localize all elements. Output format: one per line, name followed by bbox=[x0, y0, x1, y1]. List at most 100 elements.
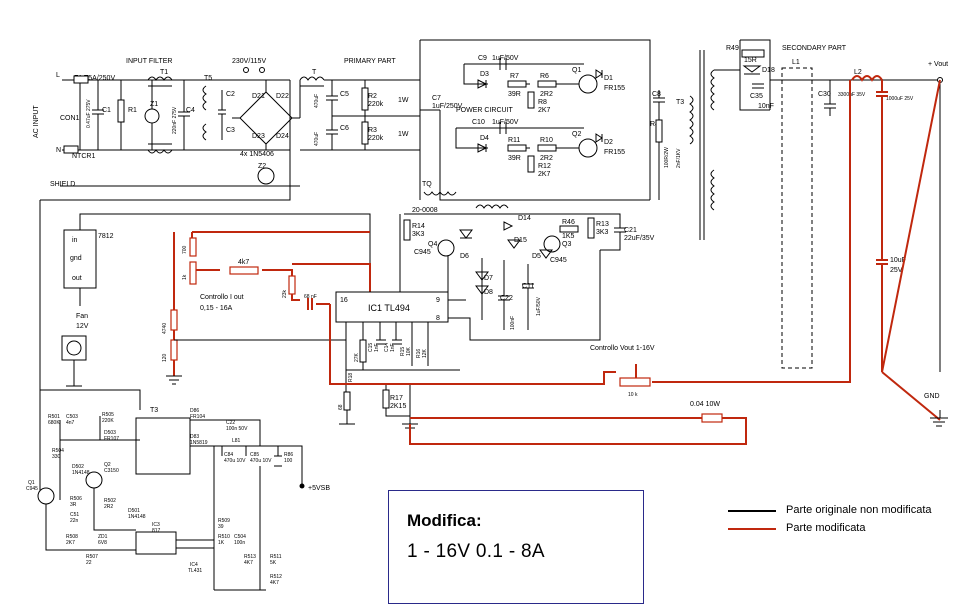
resistor-r13 bbox=[587, 217, 595, 239]
r513-value: 4K7 bbox=[244, 560, 253, 566]
control-i-range: 0,15 - 16A bbox=[200, 305, 233, 312]
l1-label: L1 bbox=[792, 59, 800, 66]
r3-power: 1W bbox=[398, 131, 409, 138]
ic4-label: IC4 bbox=[190, 562, 198, 568]
r8-value: 2K7 bbox=[538, 107, 551, 114]
r510-value: 1K bbox=[218, 540, 225, 546]
pot1k-label: 1k bbox=[182, 274, 188, 280]
c504-label: C504 bbox=[234, 534, 246, 540]
d22-label: D22 bbox=[276, 93, 289, 100]
c1000-value: 1000uF 25V bbox=[886, 96, 914, 102]
resistor-r10 bbox=[537, 144, 557, 152]
d24-label: D24 bbox=[276, 133, 289, 140]
c15-label: C15 bbox=[368, 343, 374, 352]
ac-input-label: AC INPUT bbox=[33, 105, 40, 138]
c35-value: 10nF bbox=[758, 103, 774, 110]
c5-label: C5 bbox=[340, 91, 349, 98]
r3-value: 220k bbox=[368, 135, 384, 142]
bridge-label: 4x 1N5406 bbox=[240, 151, 274, 158]
neutral-label: N bbox=[56, 147, 61, 154]
r120-label: 120 bbox=[162, 353, 168, 362]
z2-component bbox=[257, 167, 275, 185]
r4k7-label: 4k7 bbox=[238, 259, 249, 266]
c2-label: C2 bbox=[226, 91, 235, 98]
c22-value: 100nF bbox=[510, 316, 516, 330]
secondary-part-title: SECONDARY PART bbox=[782, 45, 847, 52]
r502-value: 2R2 bbox=[104, 504, 113, 510]
r16-value: 12K bbox=[422, 348, 428, 358]
resistor-r46 bbox=[559, 225, 579, 233]
c14-value: 1nF bbox=[390, 343, 396, 352]
varistor-z1 bbox=[144, 108, 160, 124]
pot-10k-label: 10 k bbox=[628, 392, 638, 398]
r509-label: R509 bbox=[218, 518, 230, 524]
transistor-q3 bbox=[543, 235, 561, 253]
resistor-r11 bbox=[507, 144, 527, 152]
resistor-r49 bbox=[741, 49, 765, 58]
diode-d3 bbox=[477, 79, 488, 89]
resistor-120 bbox=[170, 339, 178, 361]
r6-label: R6 bbox=[540, 73, 549, 80]
c10uf-label: 10uF bbox=[890, 257, 906, 264]
r510-label: R510 bbox=[218, 534, 230, 540]
r13-value: 3K3 bbox=[596, 229, 609, 236]
v5sb-label: +5VSB bbox=[308, 485, 330, 492]
ic4-value: TL431 bbox=[188, 568, 202, 574]
c22sb-label: C22 bbox=[226, 420, 235, 426]
c8-label: C8 bbox=[652, 91, 661, 98]
r4-value: 100R/2W bbox=[664, 147, 670, 168]
c10uf-value: 25V bbox=[890, 267, 903, 274]
legend: Parte originale non modificata Parte mod… bbox=[728, 500, 958, 540]
r11-label: R11 bbox=[508, 137, 520, 144]
d1-label: D1 bbox=[604, 75, 613, 82]
r49-value: 15R bbox=[744, 57, 757, 64]
regulator-in: in bbox=[72, 237, 78, 244]
standby-transformer bbox=[135, 417, 191, 475]
resistor-r8 bbox=[527, 91, 535, 109]
diode-d4 bbox=[477, 143, 488, 153]
resistor-700 bbox=[189, 237, 197, 257]
fuse bbox=[73, 75, 89, 84]
switch-contact-2 bbox=[259, 67, 265, 73]
d14-label: D14 bbox=[518, 215, 531, 222]
l81-label: L81 bbox=[232, 438, 241, 444]
r14-value: 3K3 bbox=[412, 231, 425, 238]
r513-label: R513 bbox=[244, 554, 256, 560]
f1-label: F1 T5A/250V bbox=[74, 75, 115, 82]
r509-value: 39 bbox=[218, 524, 224, 530]
con1-label: CON1 bbox=[60, 115, 80, 122]
r4-label: R4 bbox=[650, 121, 659, 128]
transistor-q1 bbox=[578, 74, 598, 94]
gnd-label: GND bbox=[924, 393, 940, 400]
d18-label: D18 bbox=[762, 67, 775, 74]
d21-label: D21 bbox=[252, 93, 265, 100]
t3sb-label: T3 bbox=[150, 407, 158, 414]
c11-label: C11 bbox=[522, 283, 534, 290]
c22-label: C22 bbox=[500, 295, 513, 302]
cap470a-label: 470uF bbox=[314, 94, 320, 108]
transistor-q4 bbox=[437, 239, 455, 257]
zd1-value: 6V8 bbox=[98, 540, 107, 546]
r11-value: 39R bbox=[508, 155, 521, 162]
r12-label: R12 bbox=[538, 163, 551, 170]
q2sb-label: Q2 bbox=[104, 462, 111, 468]
d502-label: D502 bbox=[72, 464, 84, 470]
c7-value: 1uF/250V bbox=[432, 103, 463, 110]
c503-label: C503 bbox=[66, 414, 78, 420]
r17-value: 2K15 bbox=[390, 403, 406, 410]
c21-label: C21 bbox=[624, 227, 637, 234]
q1sb-label: Q1 bbox=[28, 480, 35, 486]
d4-label: D4 bbox=[480, 135, 489, 142]
c22sb-value: 100n 50V bbox=[226, 426, 248, 432]
mains-label: 230V/115V bbox=[232, 58, 266, 65]
modification-title: Modifica: bbox=[407, 511, 482, 530]
r7-label: R7 bbox=[510, 73, 519, 80]
c503-value: 4n7 bbox=[66, 420, 75, 426]
r511-value: 5K bbox=[270, 560, 277, 566]
secondary-section: SECONDARY PART R49 15R D18 C35 10nF L1 C… bbox=[726, 39, 948, 427]
c35-label: C35 bbox=[750, 93, 763, 100]
c85-label: C85 bbox=[250, 452, 259, 458]
r17-label: R17 bbox=[390, 395, 403, 402]
c4-label: C4 bbox=[186, 107, 195, 114]
